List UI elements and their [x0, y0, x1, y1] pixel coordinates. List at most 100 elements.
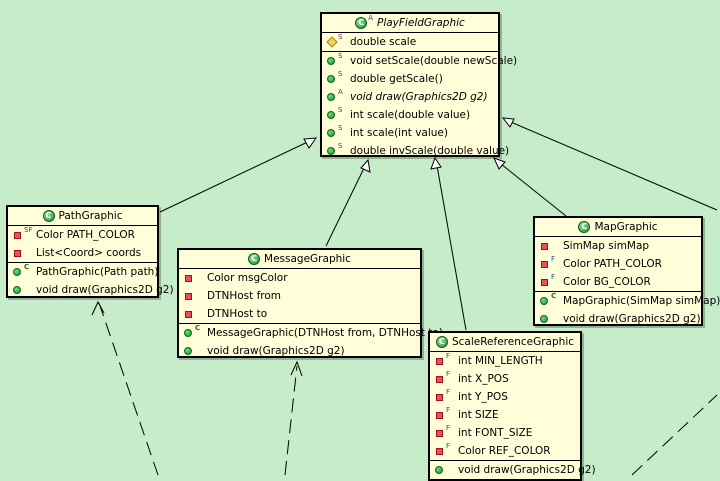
method-row[interactable]: void draw(Graphics2D g2): [430, 461, 596, 479]
generalization-path-to-playfield: [159, 137, 317, 213]
method-text: void setScale(double newScale): [350, 55, 518, 67]
field-text: int MIN_LENGTH: [458, 355, 543, 367]
modifier: F: [446, 441, 451, 450]
generalization-scaleref-to-playfield: [435, 159, 467, 331]
abstract-modifier: A: [368, 14, 373, 22]
modifier: F: [446, 351, 451, 360]
modifier: S: [338, 123, 343, 132]
field-text: Color PATH_COLOR: [563, 258, 662, 270]
generalization-map-to-playfield: [495, 159, 567, 217]
modifier: C: [24, 262, 30, 271]
class-header: C PathGraphic: [8, 207, 157, 226]
field-row[interactable]: DTNHost from: [179, 287, 420, 305]
field-row[interactable]: DTNHost to: [179, 305, 420, 323]
method-text: void draw(Graphics2D g2): [563, 313, 701, 325]
private-icon: [434, 356, 444, 366]
inheritance-arrowhead: [303, 137, 318, 149]
private-icon: [12, 230, 22, 240]
inheritance-arrowhead: [493, 157, 506, 170]
class-header: C ScaleReferenceGraphic: [430, 333, 580, 352]
open-arrowhead: [91, 300, 105, 316]
field-text: Color msgColor: [207, 272, 288, 284]
method-row[interactable]: C PathGraphic(Path path): [8, 262, 159, 281]
private-icon: [183, 273, 193, 283]
method-text: MessageGraphic(DTNHost from, DTNHost to): [207, 327, 443, 339]
public-icon: [326, 74, 336, 84]
field-row[interactable]: List<Coord> coords: [8, 244, 157, 262]
field-text: Color BG_COLOR: [563, 276, 651, 288]
public-icon: [326, 56, 336, 66]
open-arrowhead: [290, 360, 303, 377]
modifier: S: [338, 51, 343, 60]
method-row[interactable]: void draw(Graphics2D g2): [8, 281, 174, 299]
field-text: double scale: [350, 36, 417, 48]
private-icon: [183, 309, 193, 319]
field-text: DTNHost to: [207, 308, 268, 320]
field-text: Color PATH_COLOR: [36, 229, 135, 241]
fields-section: Color msgColor DTNHost from DTNHost to: [179, 269, 420, 324]
method-text: PathGraphic(Path path): [36, 266, 159, 278]
private-icon: [434, 410, 444, 420]
modifier: C: [551, 291, 557, 300]
field-row[interactable]: Color msgColor: [179, 269, 420, 287]
class-icon: C: [355, 17, 368, 29]
method-text: int scale(double value): [350, 109, 471, 121]
private-icon: [539, 241, 549, 251]
modifier: F: [446, 369, 451, 378]
class-mapgraphic[interactable]: C MapGraphic SimMap simMap F Color PATH_C…: [533, 216, 720, 328]
private-icon: [539, 259, 549, 269]
public-icon: [183, 346, 193, 356]
dependency-line-to-message: [284, 365, 298, 476]
public-icon: [326, 146, 336, 156]
class-name: MapGraphic: [594, 221, 658, 233]
class-name: ScaleReferenceGraphic: [451, 336, 575, 348]
class-icon: C: [435, 336, 448, 348]
class-icon: C: [248, 253, 261, 265]
field-row[interactable]: F Color REF_COLOR: [430, 442, 580, 460]
field-text: List<Coord> coords: [36, 247, 142, 259]
public-icon: [183, 328, 193, 338]
private-icon: [539, 277, 549, 287]
class-messagegraphic[interactable]: C MessageGraphic Color msgColor DTNHost …: [177, 248, 443, 360]
private-icon: [434, 392, 444, 402]
modifier: F: [551, 254, 556, 263]
private-icon: [183, 291, 193, 301]
method-text: void draw(Graphics2D g2): [458, 464, 596, 476]
field-row[interactable]: F Color PATH_COLOR: [535, 255, 701, 273]
class-header: C MessageGraphic: [179, 250, 420, 269]
field-row[interactable]: SimMap simMap: [535, 237, 701, 255]
method-row[interactable]: void draw(Graphics2D g2): [179, 342, 420, 360]
private-icon: [434, 446, 444, 456]
methods-section: C PathGraphic(Path path) void draw(Graphi…: [8, 262, 174, 299]
generalization-message-to-playfield: [325, 161, 368, 247]
public-icon: [12, 267, 22, 277]
methods-section: void draw(Graphics2D g2): [430, 461, 596, 479]
class-name: PlayFieldGraphic: [377, 17, 465, 29]
protected-icon: [326, 37, 336, 47]
method-row[interactable]: void draw(Graphics2D g2): [535, 310, 701, 328]
field-text: Color REF_COLOR: [458, 445, 551, 457]
